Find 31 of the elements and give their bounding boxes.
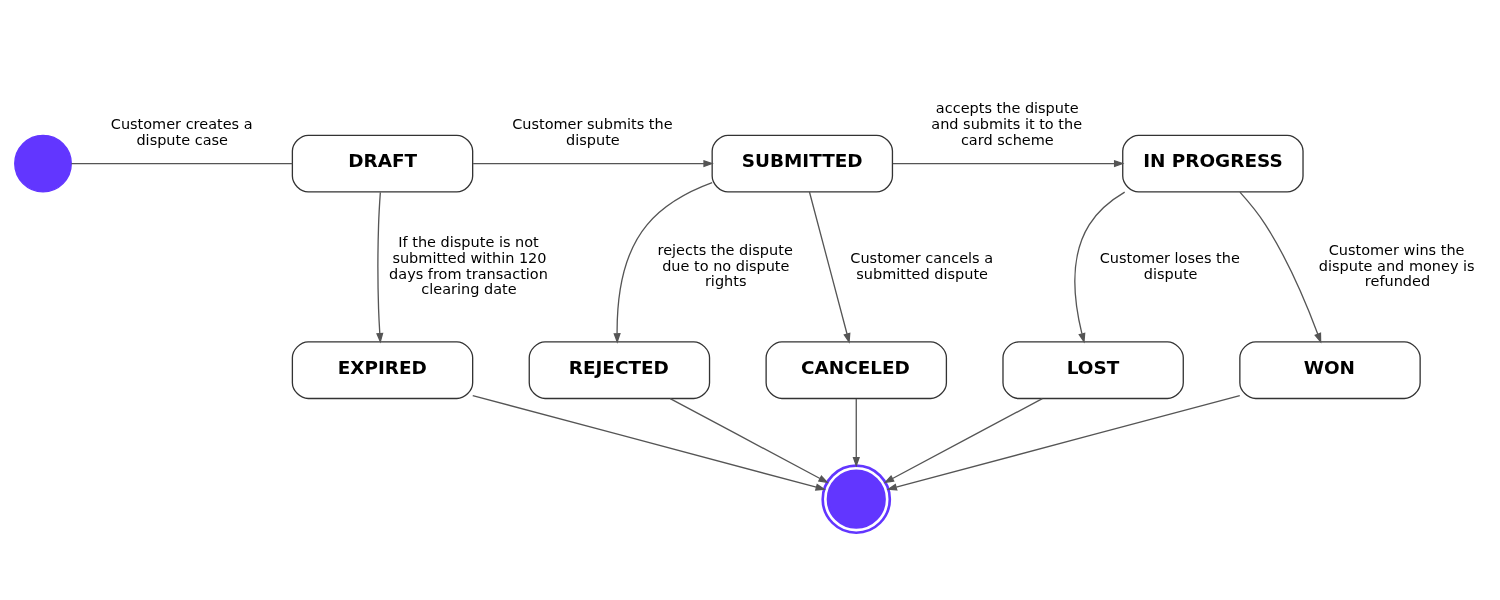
edge-label: Customer submits the dispute (512, 116, 673, 148)
connector (70, 162, 294, 165)
node-box: DRAFT (291, 134, 474, 193)
arrow (472, 159, 714, 168)
node-box: WON (1239, 341, 1421, 400)
edge-label: Customer wins the dispute and money is refunded (1318, 241, 1475, 290)
edge-label: Customer loses the dispute (1099, 249, 1240, 282)
edge-label: rejects the dispute due to no dispute rights (657, 241, 793, 290)
edge-label: If the dispute is not submitted within 120 days from transaction clearing date (389, 233, 548, 298)
node-box: EXPIRED (291, 341, 474, 400)
edge-label: Customer creates a dispute case (110, 116, 253, 148)
node-circle (14, 134, 72, 193)
node-box: IN PROGRESS (1122, 134, 1304, 193)
arrow (852, 398, 860, 468)
node-box: SUBMITTED (711, 134, 894, 193)
node-circle (821, 464, 892, 535)
arrow (1074, 191, 1126, 344)
arrow (892, 159, 1125, 168)
arrow (808, 191, 851, 344)
edge-label: Customer cancels a submitted dispute (850, 249, 994, 282)
arrow (669, 397, 829, 484)
edge-label: accepts the dispute and submits it to the card scheme (931, 100, 1083, 148)
arrow (472, 394, 827, 491)
node-box: CANCELED (765, 341, 948, 400)
node-box: REJECTED (528, 341, 711, 400)
arrow (883, 397, 1043, 484)
node-box: LOST (1002, 341, 1184, 400)
arrow (886, 394, 1241, 491)
arrow (613, 182, 713, 344)
arrow (376, 191, 384, 344)
arrow (1239, 191, 1322, 344)
